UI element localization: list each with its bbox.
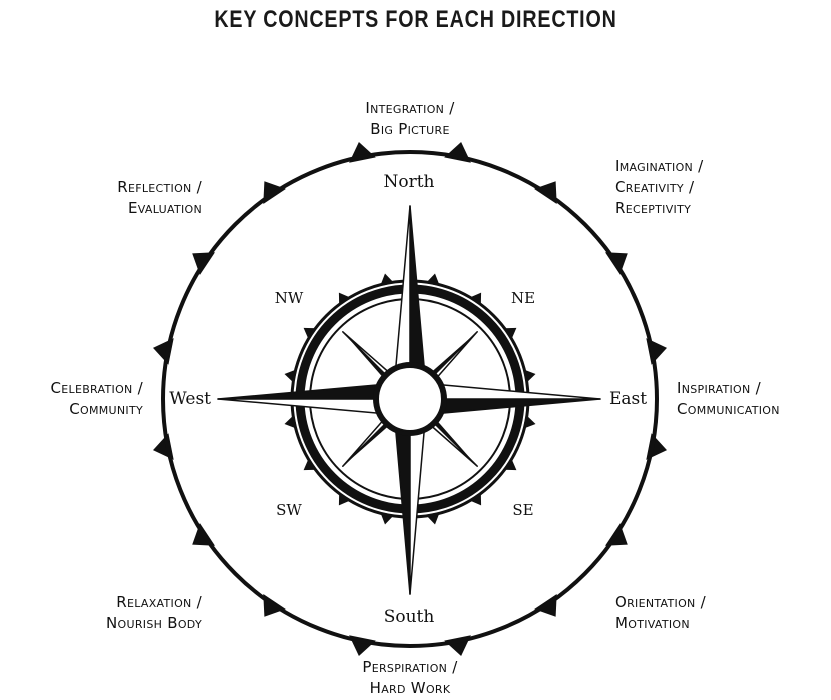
concept-northwest-line-1: Reflection / [117,178,202,196]
concept-northwest: Reflection / Evaluation [30,177,202,219]
concept-southeast-line-2: Motivation [615,614,690,632]
concept-southeast: Orientation / Motivation [615,592,706,634]
concept-southwest: Relaxation / Nourish Body [30,592,202,634]
direction-south: South [384,607,435,627]
direction-north: North [383,172,434,192]
concept-northeast-line-1: Imagination / [615,157,704,175]
concept-southwest-line-1: Relaxation / [116,593,202,611]
concept-north-line-1: Integration / [365,99,455,117]
concept-west-line-1: Celebration / [50,379,143,397]
concept-north-line-2: Big Picture [370,120,450,138]
direction-ne: NE [511,289,535,307]
concept-east-line-2: Communication [677,400,780,418]
concept-northeast: Imagination / Creativity / Receptivity [615,156,704,219]
concept-northeast-line-2: Creativity / [615,178,695,196]
concept-west-line-2: Community [69,400,143,418]
center-hub [377,366,443,432]
direction-east: East [609,389,647,409]
concept-southeast-line-1: Orientation / [615,593,706,611]
outer-ring [161,150,659,648]
concept-west: Celebration / Community [2,378,143,420]
concept-north: Integration / Big Picture [330,98,490,140]
concept-south-line-1: Perspiration / [362,658,458,676]
direction-sw: SW [276,501,302,519]
diagram-title: KEY CONCEPTS FOR EACH DIRECTION [214,6,617,33]
direction-se: SE [512,501,533,519]
concept-south: Perspiration / Hard Work [330,657,490,699]
concept-northeast-line-3: Receptivity [615,199,692,217]
concept-east: Inspiration / Communication [677,378,780,420]
cardinal-points [217,205,601,595]
concept-east-line-1: Inspiration / [677,379,761,397]
direction-nw: NW [275,289,304,307]
concept-northwest-line-2: Evaluation [128,199,202,217]
concept-south-line-2: Hard Work [369,679,451,697]
direction-west: West [169,389,211,409]
concept-southwest-line-2: Nourish Body [106,614,202,632]
